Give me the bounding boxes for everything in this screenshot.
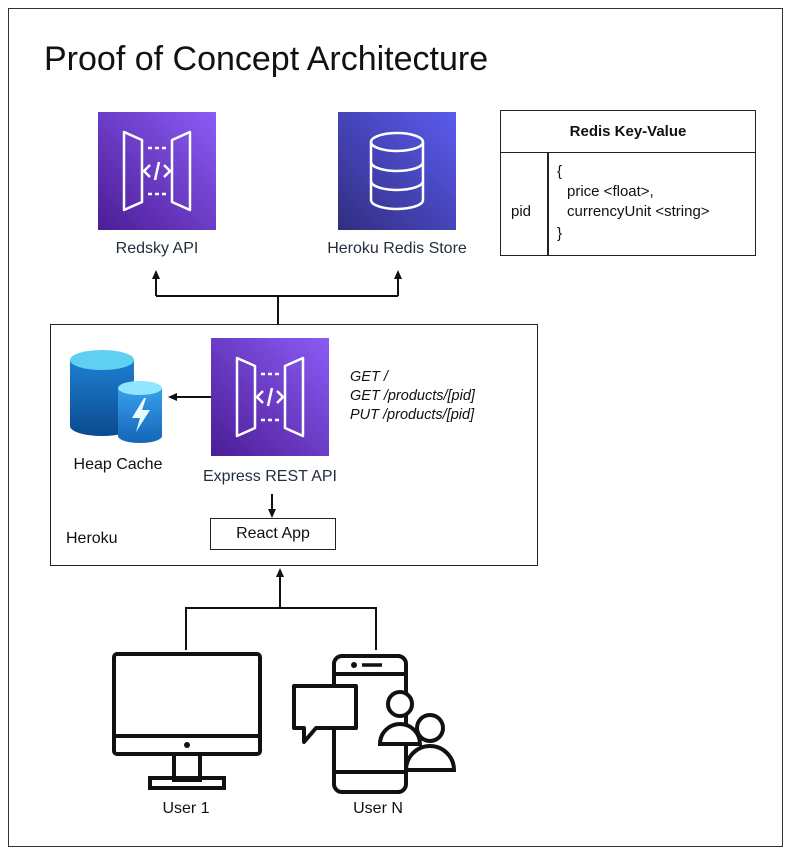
- heap-cache-icon: [66, 348, 170, 444]
- api-routes: GET / GET /products/[pid] PUT /products/…: [350, 368, 475, 425]
- diagram-frame: [8, 8, 783, 847]
- redis-value-line: }: [557, 225, 563, 242]
- redsky-api-gateway-icon: [98, 112, 216, 230]
- route-item: GET /products/[pid]: [350, 388, 475, 404]
- route-item: GET /: [350, 369, 388, 385]
- redis-table-header: Redis Key-Value: [501, 111, 755, 153]
- users-icon: [377, 690, 457, 772]
- redis-value-line: {: [557, 163, 563, 180]
- express-api-label: Express REST API: [203, 468, 337, 485]
- heroku-container: [50, 324, 538, 566]
- redis-table-key: pid: [511, 203, 532, 220]
- heroku-redis-database-icon: [338, 112, 456, 230]
- smartphone-users-icon: [290, 652, 465, 798]
- react-app-box: React App: [210, 518, 336, 550]
- redis-value-line: currencyUnit <string>: [567, 203, 710, 220]
- redis-key-value-table: Redis Key-Value pid { price <float>, cur…: [500, 110, 756, 256]
- monitor-icon: [110, 650, 264, 796]
- user-1-label: User 1: [162, 800, 210, 817]
- redsky-api-label: Redsky API: [115, 240, 199, 257]
- heroku-label: Heroku: [66, 530, 118, 547]
- page-title: Proof of Concept Architecture: [44, 40, 489, 78]
- express-api-gateway-icon: [211, 338, 329, 456]
- user-n-label: User N: [353, 800, 403, 817]
- chat-bubble-icon: [292, 684, 358, 744]
- redis-table-divider: [547, 153, 549, 255]
- heroku-redis-label: Heroku Redis Store: [327, 240, 467, 257]
- route-item: PUT /products/[pid]: [350, 407, 475, 423]
- heap-cache-label: Heap Cache: [73, 456, 163, 473]
- redis-value-line: price <float>,: [567, 183, 654, 200]
